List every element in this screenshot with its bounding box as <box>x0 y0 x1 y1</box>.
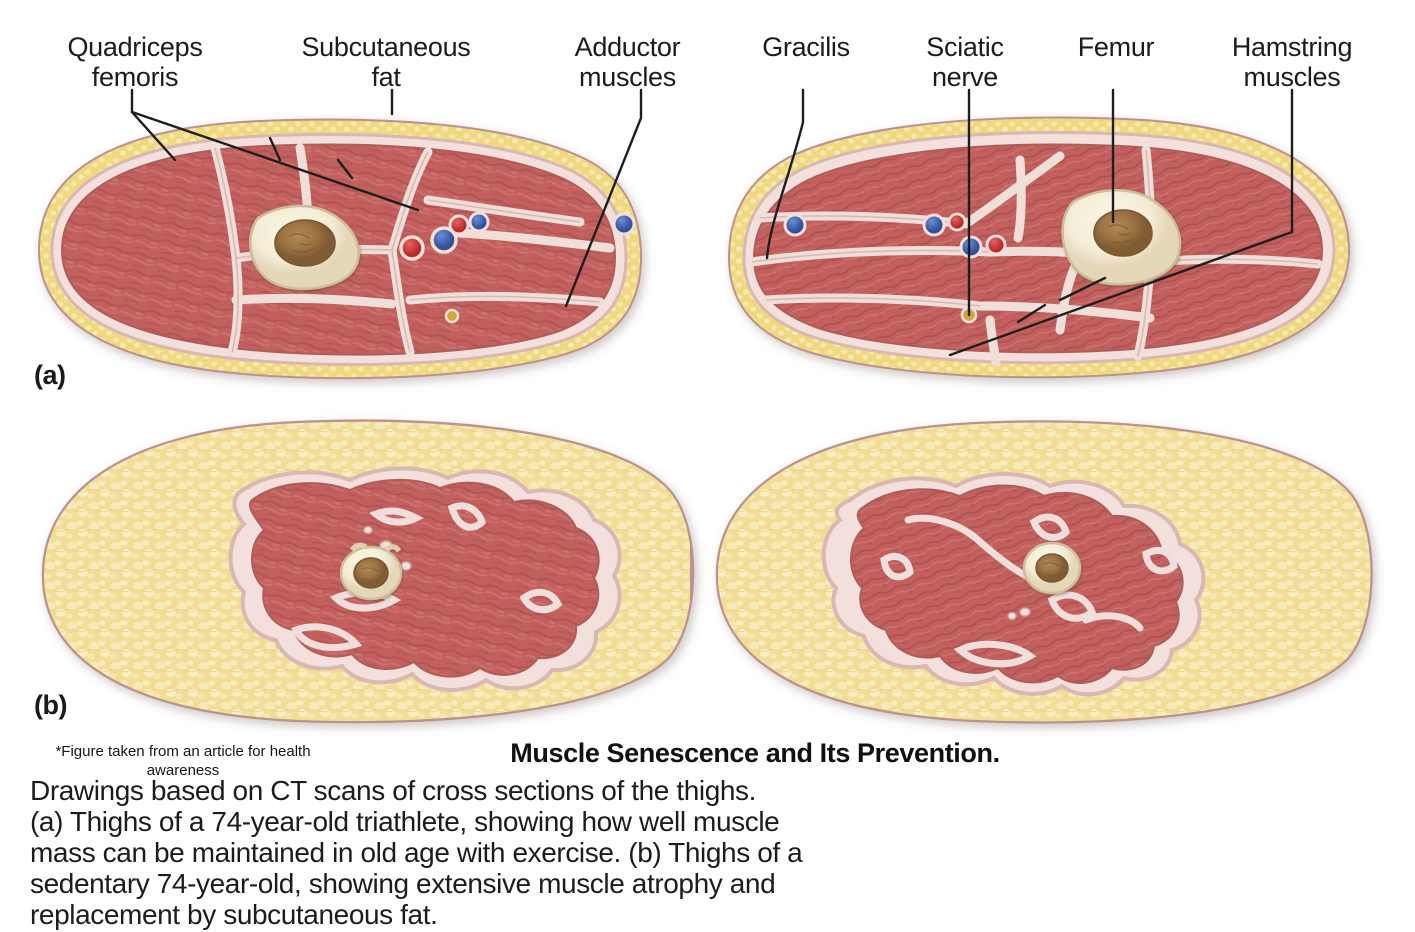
sciatic-nerve-dot-a-left <box>444 308 460 324</box>
label-sciatic-nerve: Sciatic nerve <box>926 32 1004 92</box>
figure-caption: Muscle Senescence and Its Prevention. Dr… <box>30 738 1390 930</box>
leader-line-gracilis <box>765 88 805 260</box>
femur-a-right <box>1061 189 1182 286</box>
leader-lines <box>130 88 1294 357</box>
artery-icon <box>448 214 470 236</box>
label-hamstring-muscles: Hamstring muscles <box>1231 32 1353 92</box>
vein-icon <box>959 235 983 259</box>
callout-label-row: Quadriceps femoris Subcutaneous fat Addu… <box>0 0 1415 96</box>
panel-tag-a: (a) <box>34 360 66 390</box>
bone-marrow-a-right <box>1093 209 1153 257</box>
caption-line: sedentary 74-year-old, showing extensive… <box>30 868 776 899</box>
neurovascular-bundle-a-right <box>783 212 1007 324</box>
femur-a-left <box>249 204 360 291</box>
label-femur: Femur <box>1077 32 1155 62</box>
panel-a-left-thigh <box>37 118 643 380</box>
vein-icon <box>612 212 636 236</box>
caption-body: Drawings based on CT scans of cross sect… <box>30 775 1390 930</box>
caption-line: mass can be maintained in old age with e… <box>30 837 803 868</box>
panel-b-left-thigh <box>41 419 695 724</box>
leader-line-subcutaneous-fat-branch <box>130 110 420 212</box>
leader-line-adductor-muscles <box>564 88 643 308</box>
artery-icon <box>985 234 1007 256</box>
bone-marrow-b-left <box>353 557 389 589</box>
leader-tick-3 <box>1058 276 1107 302</box>
artery-icon <box>399 235 425 261</box>
leader-tick-1 <box>268 136 282 162</box>
panel-tag-b: (b) <box>34 690 67 720</box>
neurovascular-bundle-a-left <box>399 211 636 324</box>
leader-tick-4 <box>1016 303 1047 324</box>
caption-line: replacement by subcutaneous fat. <box>30 899 438 930</box>
bone-marrow-a-left <box>274 219 336 267</box>
vein-icon <box>468 211 490 233</box>
bone-marrow-b-right <box>1035 553 1069 583</box>
muscle-mass-b-right <box>849 484 1184 684</box>
caption-line: (a) Thighs of a 74-year-old triathlete, … <box>30 806 780 837</box>
panel-a-right-thigh <box>727 116 1351 379</box>
vein-icon <box>430 226 458 254</box>
fat-infiltration-b-right <box>880 513 1178 668</box>
femur-b-right <box>1022 541 1082 595</box>
artery-icon <box>947 212 967 232</box>
leader-line-hamstring-branch <box>948 230 1294 357</box>
label-subcutaneous-fat: Subcutaneous fat <box>301 32 471 92</box>
femur-b-left <box>339 542 403 601</box>
vein-icon <box>783 213 807 237</box>
caption-line: Drawings based on CT scans of cross sect… <box>30 775 757 806</box>
figure-source-footnote: *Figure taken from an article for health… <box>55 743 311 779</box>
panel-a-triathlete <box>37 116 1351 380</box>
caption-title: Muscle Senescence and Its Prevention. <box>510 738 1000 768</box>
vein-icon <box>922 213 946 237</box>
leader-tick-2 <box>336 158 354 180</box>
panel-b-sedentary <box>41 419 1373 724</box>
panel-b-right-thigh <box>715 420 1373 724</box>
label-gracilis: Gracilis <box>762 32 850 62</box>
label-adductor-muscles: Adductor muscles <box>574 32 681 92</box>
label-quadriceps-femoris: Quadriceps femoris <box>67 32 203 92</box>
